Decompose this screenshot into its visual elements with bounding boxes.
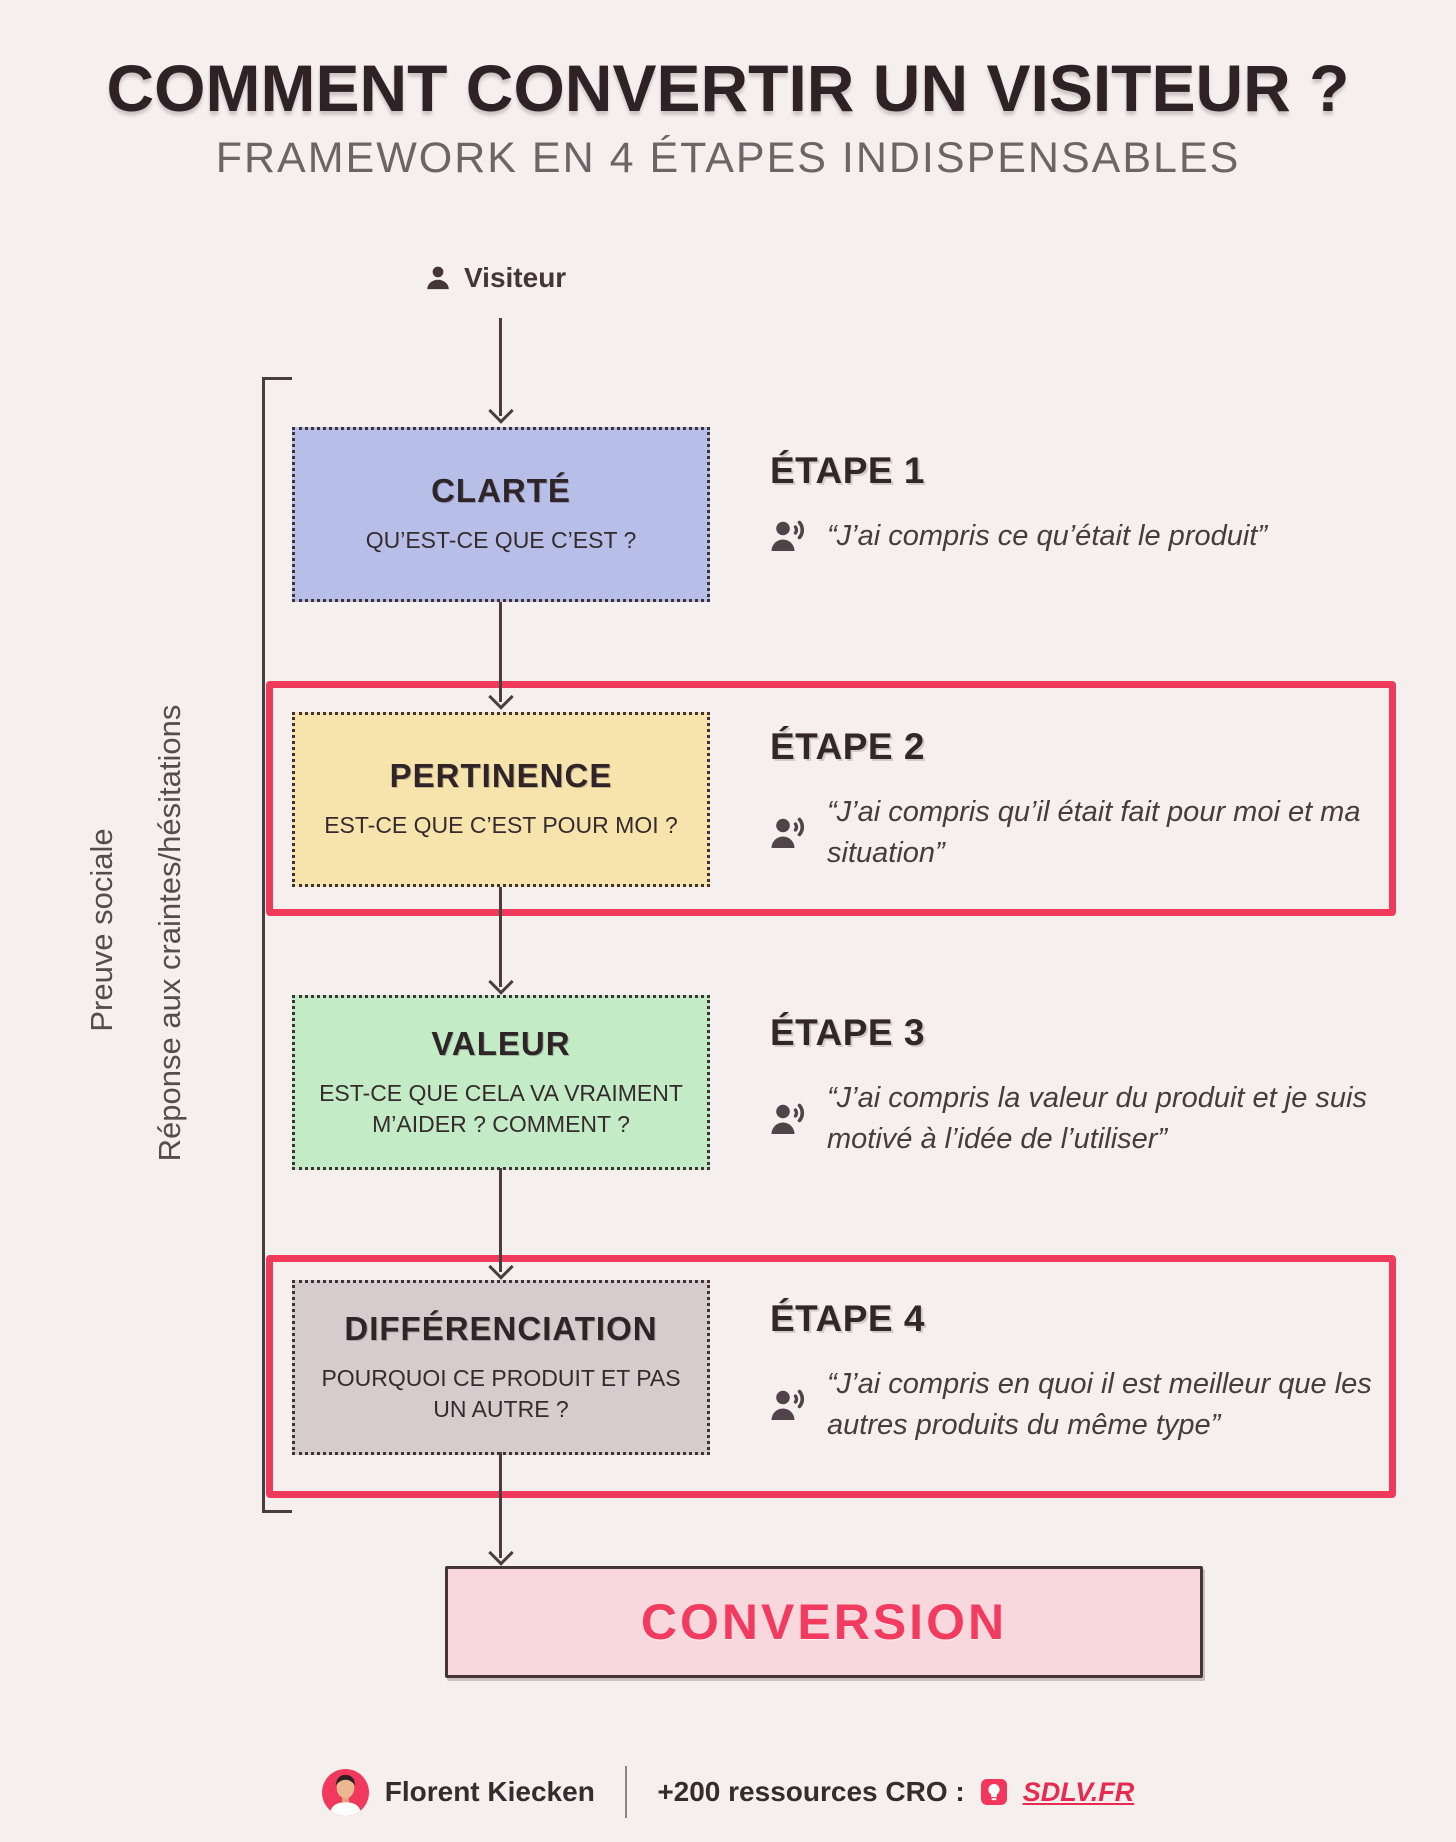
flow-arrow-clarte-to-pertinence <box>487 602 514 710</box>
flow-box-clarte: CLARTÉ QU’EST-CE QUE C’EST ? <box>292 427 710 602</box>
flow-arrow-pertinence-to-valeur <box>487 887 514 995</box>
bracket-label-reponse-craintes: Réponse aux craintes/hésitations <box>152 704 187 1162</box>
box-title: CLARTÉ <box>431 472 571 510</box>
page-subtitle: FRAMEWORK EN 4 ÉTAPES INDISPENSABLES <box>215 134 1241 182</box>
author-avatar <box>321 1768 369 1816</box>
footer: Florent Kiecken +200 ressources CRO : SD… <box>0 1762 1456 1822</box>
visitor-quote: “J’ai compris en quoi il est meilleur qu… <box>827 1368 1372 1441</box>
lightbulb-icon <box>980 1779 1007 1805</box>
step-annotation-3: ÉTAPE 3 “J’ai compris la valeur du produ… <box>770 1012 1398 1159</box>
highlight-frame-etape-4 <box>266 1255 1396 1498</box>
conversion-label: CONVERSION <box>640 1594 1008 1650</box>
bracket-label-preuve-sociale: Preuve sociale <box>84 828 119 1032</box>
page-title: COMMENT CONVERTIR UN VISITEUR ? <box>106 51 1350 125</box>
visitor-quote: “J’ai compris ce qu’était le produit” <box>827 520 1268 552</box>
conversion-box: CONVERSION <box>445 1566 1203 1678</box>
step-label: ÉTAPE 3 <box>770 1012 925 1053</box>
box-question: POURQUOI CE PRODUIT ET PAS UN AUTRE ? <box>321 1364 681 1422</box>
flow-arrow-differenciation-to-conversion <box>487 1452 514 1566</box>
box-question: EST-CE QUE C’EST POUR MOI ? <box>324 812 678 839</box>
person-icon <box>427 266 449 290</box>
arrowhead-icon <box>487 1540 514 1566</box>
step-annotation-2: ÉTAPE 2 “J’ai compris qu’il était fait p… <box>770 726 1398 873</box>
step-label: ÉTAPE 2 <box>770 726 925 767</box>
social-proof-bracket <box>262 377 292 1513</box>
step-annotation-4: ÉTAPE 4 “J’ai compris en quoi il est mei… <box>770 1298 1398 1445</box>
flow-box-pertinence: PERTINENCE EST-CE QUE C’EST POUR MOI ? <box>292 712 710 887</box>
flow-arrow-visitor-to-clarte <box>487 318 514 424</box>
box-title: DIFFÉRENCIATION <box>344 1309 658 1347</box>
resources-label: +200 ressources CRO : <box>657 1776 965 1807</box>
box-title: PERTINENCE <box>389 757 613 795</box>
step-annotation-1: ÉTAPE 1 “J’ai compris ce qu’était le pro… <box>770 450 1398 557</box>
box-question: EST-CE QUE CELA VA VRAIMENT M’AIDER ? CO… <box>319 1079 683 1137</box>
author-name: Florent Kiecken <box>384 1776 595 1807</box>
step-label: ÉTAPE 4 <box>770 1298 925 1339</box>
highlight-frame-etape-2 <box>266 681 1396 916</box>
person-speaking-icon <box>771 520 805 552</box>
arrowhead-icon <box>487 969 514 995</box>
person-speaking-icon <box>771 817 805 848</box>
flow-arrow-valeur-to-differenciation <box>487 1168 514 1280</box>
sdlv-site-link[interactable]: SDLV.FR <box>1022 1776 1135 1807</box>
step-label: ÉTAPE 1 <box>770 450 925 491</box>
box-title: VALEUR <box>431 1024 571 1062</box>
flow-box-valeur: VALEUR EST-CE QUE CELA VA VRAIMENT M’AID… <box>292 995 710 1170</box>
visitor-label-group: Visiteur <box>424 262 566 294</box>
visitor-label: Visiteur <box>464 262 567 293</box>
arrowhead-icon <box>487 398 514 424</box>
person-speaking-icon <box>771 1103 805 1134</box>
visitor-quote: “J’ai compris la valeur du produit et je… <box>827 1082 1367 1155</box>
flow-box-differenciation: DIFFÉRENCIATION POURQUOI CE PRODUIT ET P… <box>292 1280 710 1455</box>
person-speaking-icon <box>771 1389 805 1420</box>
visitor-quote: “J’ai compris qu’il était fait pour moi … <box>827 796 1361 869</box>
box-question: QU’EST-CE QUE C’EST ? <box>365 527 637 554</box>
footer-divider <box>624 1766 628 1818</box>
